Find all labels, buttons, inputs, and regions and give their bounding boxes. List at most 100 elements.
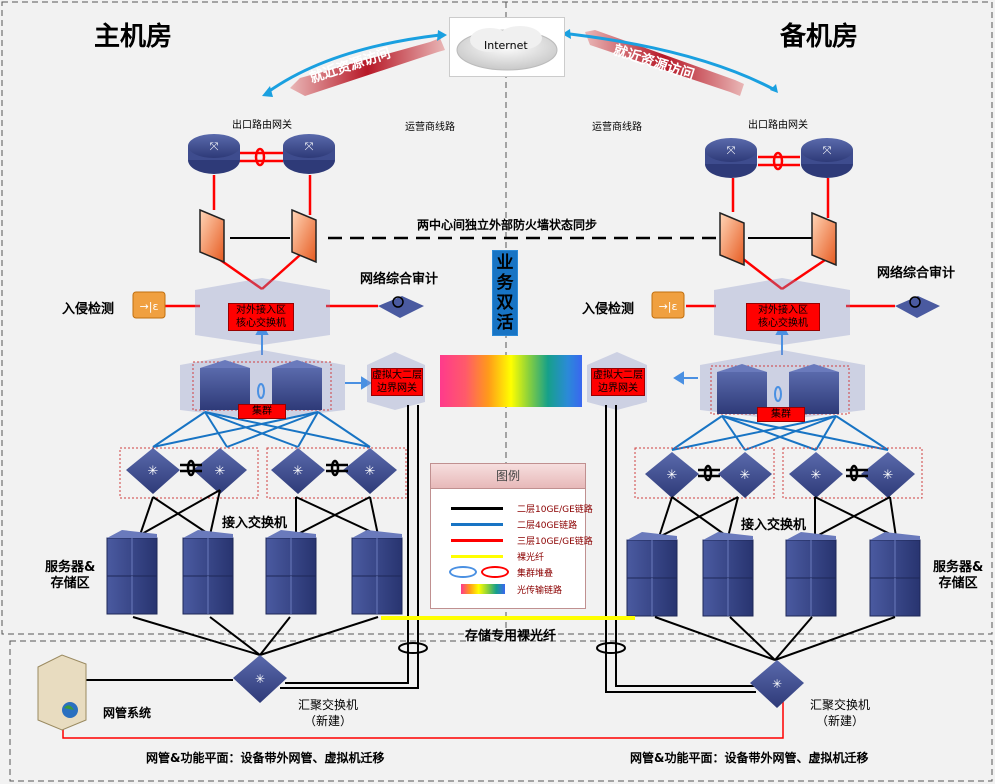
- legend-item-label: 三层10GE/GE链路: [517, 537, 593, 547]
- business-active-text: 业务双活: [496, 253, 514, 333]
- legend-item: 二层40GE链路: [431, 517, 585, 531]
- legend-item: 集群堆叠: [431, 565, 585, 579]
- main-room-title: 主机房: [94, 22, 173, 52]
- access-switch: ✳: [861, 452, 915, 498]
- right-mgmt-plane-label: 网管&功能平面：设备带外网管、虚拟机迁移: [630, 751, 869, 765]
- optical-transmission-link: [440, 355, 582, 407]
- nms-label: 网管系统: [103, 706, 152, 720]
- server-racks: [106, 530, 921, 617]
- left-cluster-tag: 集群: [238, 404, 286, 419]
- right-audit-label: 网络综合审计: [877, 266, 956, 281]
- right-ids-label: 入侵检测: [582, 302, 635, 317]
- link-line-symbol: [451, 507, 503, 510]
- right-cluster-box: [710, 365, 850, 415]
- internet-cloud: Internet: [449, 17, 565, 77]
- business-active-active-badge: 业务双活: [492, 250, 518, 336]
- svg-text:✳: ✳: [811, 468, 822, 483]
- svg-text:✳: ✳: [667, 468, 678, 483]
- access-switch-boxes: [119, 447, 923, 499]
- link-line-symbol: [451, 539, 503, 542]
- legend-item: 光传输链路: [431, 582, 585, 596]
- left-exit-router-2: ⤧: [283, 134, 335, 174]
- legend-item: 二层10GE/GE链路: [431, 501, 593, 515]
- access-switch: ✳: [126, 448, 180, 494]
- right-firewall-1: [719, 211, 745, 267]
- right-vl2-gateway-tag: 虚拟大二层 边界网关: [591, 368, 645, 396]
- left-audit-device: [378, 296, 424, 318]
- left-aggregation-switch: ✳: [233, 655, 287, 703]
- legend-title: 图例: [431, 464, 585, 489]
- server-rack: [785, 532, 837, 617]
- access-switch: ✳: [718, 452, 772, 498]
- left-firewall-2: [291, 208, 317, 264]
- svg-text:✳: ✳: [365, 464, 376, 479]
- server-rack: [351, 530, 403, 615]
- left-cluster-switch-1: [200, 360, 250, 410]
- left-cluster-stack-icon: [257, 383, 265, 399]
- left-nearby-access-arrow: [262, 30, 447, 97]
- left-server-storage-label: 服务器& 存储区: [45, 560, 96, 591]
- svg-text:⤧: ⤧: [823, 144, 832, 157]
- server-rack: [702, 532, 754, 617]
- right-ids-device: →|ε: [651, 291, 685, 319]
- left-exit-router-1: ⤧: [188, 134, 240, 174]
- access-switch: ✳: [645, 452, 699, 498]
- left-ids-device: →|ε: [132, 291, 166, 319]
- legend-item: 裸光纤: [431, 549, 585, 563]
- black-aggregation-links: [85, 616, 896, 681]
- server-rack: [182, 530, 234, 615]
- right-exit-router-1: ⤧: [705, 138, 757, 178]
- svg-text:→|ε: →|ε: [659, 300, 678, 313]
- svg-text:✳: ✳: [215, 464, 226, 479]
- svg-text:⤧: ⤧: [210, 140, 219, 153]
- left-mgmt-plane-label: 网管&功能平面：设备带外网管、虚拟机迁移: [146, 751, 385, 765]
- right-carrier-line-label: 运营商线路: [592, 122, 642, 133]
- vl2-to-aggregation-links: [280, 405, 760, 693]
- left-cluster-box: [192, 361, 332, 411]
- left-cluster-switch-2: [272, 360, 322, 410]
- internet-label: Internet: [484, 39, 528, 52]
- svg-text:✳: ✳: [293, 464, 304, 479]
- server-rack: [869, 532, 921, 617]
- right-firewall-2: [811, 211, 837, 267]
- legend-item: 三层10GE/GE链路: [431, 533, 593, 547]
- right-core-switch-tag: 对外接入区 核心交换机: [746, 303, 820, 331]
- left-carrier-line-label: 运营商线路: [405, 122, 455, 133]
- right-cluster-tag: 集群: [757, 407, 805, 422]
- server-rack: [106, 530, 158, 615]
- link-line-symbol: [451, 555, 503, 558]
- firewalls: [199, 208, 837, 267]
- legend-item-label: 裸光纤: [517, 553, 545, 563]
- left-audit-label: 网络综合审计: [360, 272, 439, 287]
- backup-room-title: 备机房: [780, 22, 859, 52]
- svg-text:✳: ✳: [255, 672, 265, 686]
- right-aggregation-label: 汇聚交换机 （新建）: [810, 698, 871, 728]
- svg-text:✳: ✳: [740, 468, 751, 483]
- firewall-sync-label: 两中心间独立外部防火墙状态同步: [417, 218, 598, 232]
- access-switch: ✳: [343, 448, 397, 494]
- cluster-stack-symbol: [449, 566, 511, 578]
- nms-server: [37, 654, 87, 731]
- left-aggregation-label: 汇聚交换机 （新建）: [298, 698, 359, 728]
- data-center-region: [1, 1, 993, 635]
- right-exit-router-2: ⤧: [801, 138, 853, 178]
- server-rack: [265, 530, 317, 615]
- right-access-switch-label: 接入交换机: [741, 518, 807, 533]
- server-rack: [626, 532, 678, 617]
- management-plane-region: [9, 640, 993, 782]
- left-exit-router-label: 出口路由网关: [232, 120, 292, 131]
- legend: 图例 二层10GE/GE链路二层40GE链路三层10GE/GE链路裸光纤集群堆叠…: [430, 463, 593, 609]
- svg-text:⤧: ⤧: [305, 140, 314, 153]
- access-switch: ✳: [271, 448, 325, 494]
- left-access-switch-label: 接入交换机: [222, 516, 288, 531]
- access-switch: ✳: [193, 448, 247, 494]
- left-vl2-gateway-tag: 虚拟大二层 边界网关: [371, 368, 423, 396]
- black-access-links: [139, 489, 897, 538]
- storage-fiber-label: 存储专用裸光纤: [465, 629, 557, 644]
- svg-text:✳: ✳: [772, 677, 782, 691]
- left-ids-label: 入侵检测: [62, 302, 115, 317]
- left-core-switch-tag: 对外接入区 核心交换机: [228, 303, 294, 331]
- svg-text:✳: ✳: [148, 464, 159, 479]
- right-exit-router-label: 出口路由网关: [748, 120, 808, 131]
- svg-text:✳: ✳: [883, 468, 894, 483]
